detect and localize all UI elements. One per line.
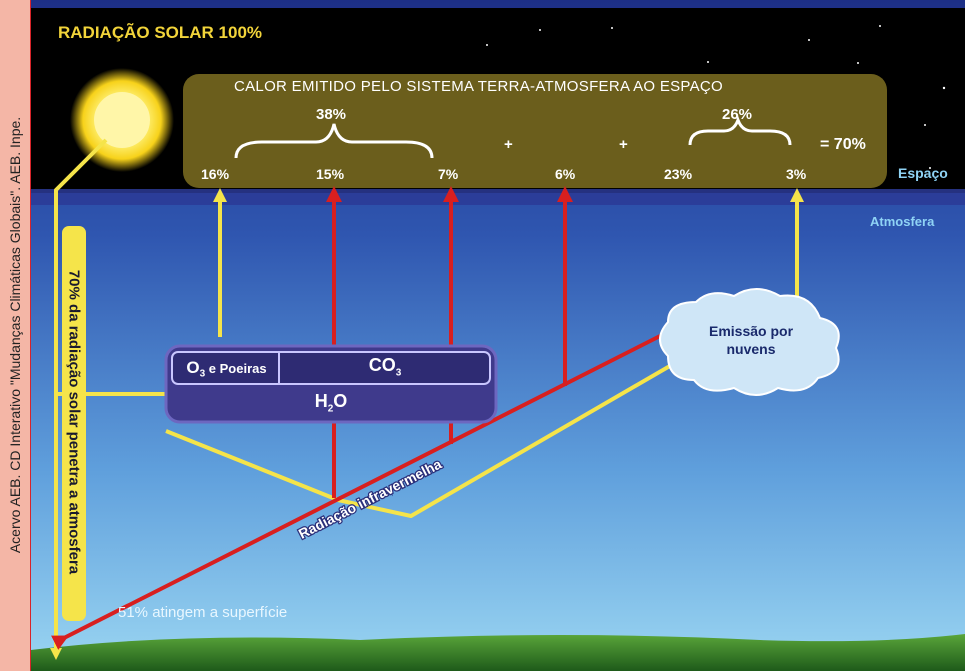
atmosphere-layer-label: Atmosfera [870, 214, 935, 229]
value-23: 23% [664, 166, 693, 182]
brace-38 [234, 123, 434, 159]
vertical-label-strip [62, 226, 86, 621]
plus-sign: + [619, 136, 628, 153]
value-3: 3% [786, 166, 807, 182]
page-title: RADIAÇÃO SOLAR 100% [58, 23, 263, 42]
group-26-total: 26% [722, 106, 753, 123]
h2o-cell: H2O [314, 391, 348, 415]
space-layer-label: Espaço [898, 165, 948, 181]
penetration-label: 70% da radiação solar penetra a atmosfer… [65, 269, 83, 575]
total-70: = 70% [820, 136, 866, 153]
ground [31, 634, 965, 671]
group-38-total: 38% [316, 106, 347, 123]
co3-cell: CO3 [368, 355, 402, 379]
value-16: 16% [201, 166, 230, 182]
credit-text: Acervo AEB. CD Interativo "Mudanças Clim… [7, 116, 23, 554]
credit-strip: Acervo AEB. CD Interativo "Mudanças Clim… [0, 0, 30, 671]
brace-26 [688, 115, 792, 146]
cloud-label: Emissão por nuvens [708, 323, 794, 357]
surface-label: 51% atingem a superfície [118, 604, 288, 621]
value-7: 7% [438, 166, 459, 182]
space-box-title: CALOR EMITIDO PELO SISTEMA TERRA-ATMOSFE… [234, 78, 724, 95]
yellow-paths [54, 138, 804, 652]
value-15: 15% [316, 166, 345, 182]
o3-dust-cell: O3 e Poeiras [186, 358, 267, 380]
value-6: 6% [555, 166, 576, 182]
cloud-icon [659, 288, 840, 396]
plus-sign: + [504, 136, 513, 153]
space-emission-box [183, 74, 887, 188]
